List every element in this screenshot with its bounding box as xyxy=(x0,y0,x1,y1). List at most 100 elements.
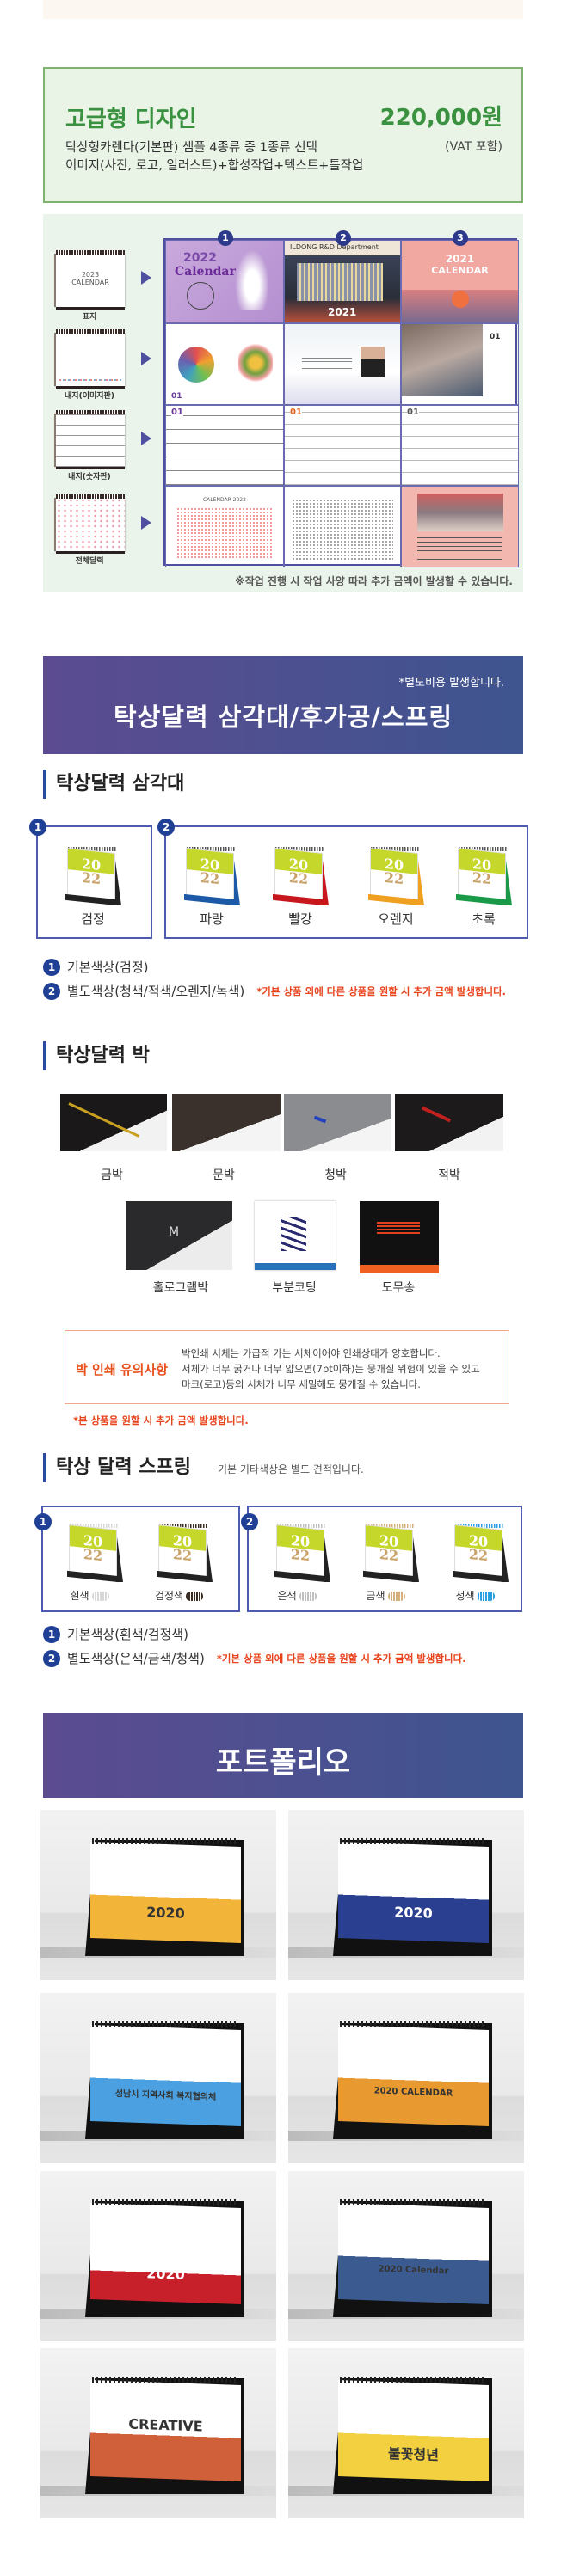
badge-2: 2 xyxy=(157,819,175,836)
portfolio-item[interactable]: 2020 CALENDAR xyxy=(288,1993,524,2163)
foil-label: 홀로그램박 xyxy=(152,1281,209,1295)
color-label: 오렌지 xyxy=(378,911,414,927)
foil-notice-box: 박 인쇄 유의사항 박인쇄 서체는 가급적 가는 서체이어야 인쇄상태가 양호합… xyxy=(65,1330,509,1404)
spring-color-name: 은색 xyxy=(277,1590,297,1602)
legend-text: 기본색상(흰색/검정색) xyxy=(67,1627,188,1642)
portfolio-item[interactable]: 2020 xyxy=(288,1810,524,1980)
design-price: 220,000원 xyxy=(379,105,502,131)
spring-color-label: 은색 xyxy=(254,1588,340,1603)
portfolio-item[interactable]: 2020 xyxy=(40,2171,276,2341)
stand-side xyxy=(324,1530,330,1582)
sample-number-page-1: 01 xyxy=(165,405,284,486)
stand-side xyxy=(505,854,512,905)
row-label: 내지(이미지판) xyxy=(65,392,114,401)
extra-cost-note: *기본 상품 외에 다른 상품을 원할 시 추가 금액 발생합니다. xyxy=(216,1652,466,1665)
extra-cost-note: *기본 상품 외에 다른 상품을 원할 시 추가 금액 발생합니다. xyxy=(256,984,507,997)
notice-line: 마크(로고)등의 서체가 너무 세밀해도 뭉개질 수 있습니다. xyxy=(182,1378,421,1390)
banner-note: *별도비용 발생합니다. xyxy=(398,677,504,690)
portfolio-item[interactable]: CREATIVE xyxy=(40,2348,276,2518)
badge-1: 1 xyxy=(29,819,46,836)
spiral-binding xyxy=(340,2199,486,2205)
spiral-binding xyxy=(340,2377,486,2383)
cover-year: 2022 xyxy=(183,251,217,265)
row-label: 전체달력 xyxy=(75,557,104,566)
month: 01 xyxy=(290,408,302,417)
thumb-image-page xyxy=(54,329,125,389)
arrow-right-icon xyxy=(141,271,151,285)
sample-grid: 2022 Calendar ILDONG R&D Department 2021… xyxy=(163,238,519,567)
spiral-binding xyxy=(92,2199,238,2205)
spiral-binding xyxy=(277,1524,325,1528)
foil-image-die-cut xyxy=(360,1201,439,1273)
cover-title: Calendar xyxy=(175,265,236,279)
spiral-binding xyxy=(275,847,324,851)
row-label: 내지(숫자판) xyxy=(68,473,111,481)
cover-text: 불꽃청년 xyxy=(388,2444,439,2464)
section-heading-foil: 탁상달력 박 xyxy=(43,1041,150,1070)
portfolio-item[interactable]: 불꽃청년 xyxy=(288,2348,524,2518)
spiral-binding xyxy=(70,1524,118,1528)
spring-color-name: 금색 xyxy=(366,1590,385,1602)
spring-color-name: 검정색 xyxy=(154,1590,184,1602)
sample-cover-3: 2021 CALENDAR xyxy=(401,240,519,323)
month: 01 xyxy=(407,408,419,417)
thumb-full-calendar xyxy=(54,494,125,554)
top-strip xyxy=(43,0,523,19)
cover-title: ILDONG R&D Department xyxy=(290,243,379,251)
thumb-cover: 2023 CALENDAR xyxy=(54,250,125,310)
sample-number-page-2: 01 xyxy=(284,405,401,486)
calendar-cover: CREATIVE xyxy=(90,2379,241,2482)
logo-mark-icon: M xyxy=(169,1225,180,1239)
sample-full-calendar-1: CALENDAR 2022 xyxy=(165,486,284,567)
spiral-binding xyxy=(340,2021,486,2027)
cover-title: CALENDAR xyxy=(431,265,489,276)
section-heading-spring: 탁상 달력 스프링 xyxy=(43,1453,191,1482)
sample-image-page-2 xyxy=(284,323,401,405)
samples-note: ※작업 진행 시 작업 사양 따라 추가 금액이 발생할 수 있습니다. xyxy=(235,575,513,587)
calendar-cover: 2020 Calendar xyxy=(338,2202,489,2305)
cover-text: 2020 xyxy=(146,1904,185,1922)
samples-panel: 2023 CALENDAR 표지 내지(이미지판) 내지(숫자판) 전체달력 1… xyxy=(43,214,523,592)
spring-color-label: 금색 xyxy=(342,1588,428,1603)
portfolio-item[interactable]: 2020 xyxy=(40,1810,276,1980)
thumb-cover-year: 2023 xyxy=(81,271,100,279)
column-number: 3 xyxy=(453,230,468,246)
cover-text: 2020 Calendar xyxy=(378,2264,449,2277)
column-number: 1 xyxy=(218,230,233,246)
portfolio-item[interactable]: 2020 Calendar xyxy=(288,2171,524,2341)
spiral-binding xyxy=(366,1524,414,1528)
spring-group-extra xyxy=(247,1506,522,1612)
notice-line: 서체가 너무 굵거나 너무 얇으면(7pt이하)는 뭉개질 위험이 있을 수 있… xyxy=(182,1363,480,1375)
thumb-number-page xyxy=(54,410,125,469)
month: 01 xyxy=(490,333,501,341)
sample-cover-2: ILDONG R&D Department 2021 xyxy=(284,240,401,323)
color-label: 파랑 xyxy=(200,911,224,927)
calendar-cover: 2020 xyxy=(90,2202,241,2305)
foil-image-hologram: M xyxy=(126,1201,232,1270)
portfolio-title: 포트폴리오 xyxy=(215,1745,351,1780)
thumb-cover-text: CALENDAR xyxy=(71,279,109,286)
sample-cover-1: 2022 Calendar xyxy=(165,240,284,323)
column-number: 2 xyxy=(336,230,351,246)
spiral-binding xyxy=(92,2021,238,2027)
foil-image-red xyxy=(395,1094,503,1151)
badge-1: 1 xyxy=(43,958,60,976)
sample-image-page-3: 01 xyxy=(401,323,519,405)
portfolio-item[interactable]: 성남시 지역사회 복지협의체 xyxy=(40,1993,276,2163)
spring-color-label: 검정색 xyxy=(136,1588,222,1603)
vat-note: (VAT 포함) xyxy=(445,140,502,154)
spiral-binding xyxy=(92,1838,238,1844)
spring-color-label: 흰색 xyxy=(46,1588,133,1603)
